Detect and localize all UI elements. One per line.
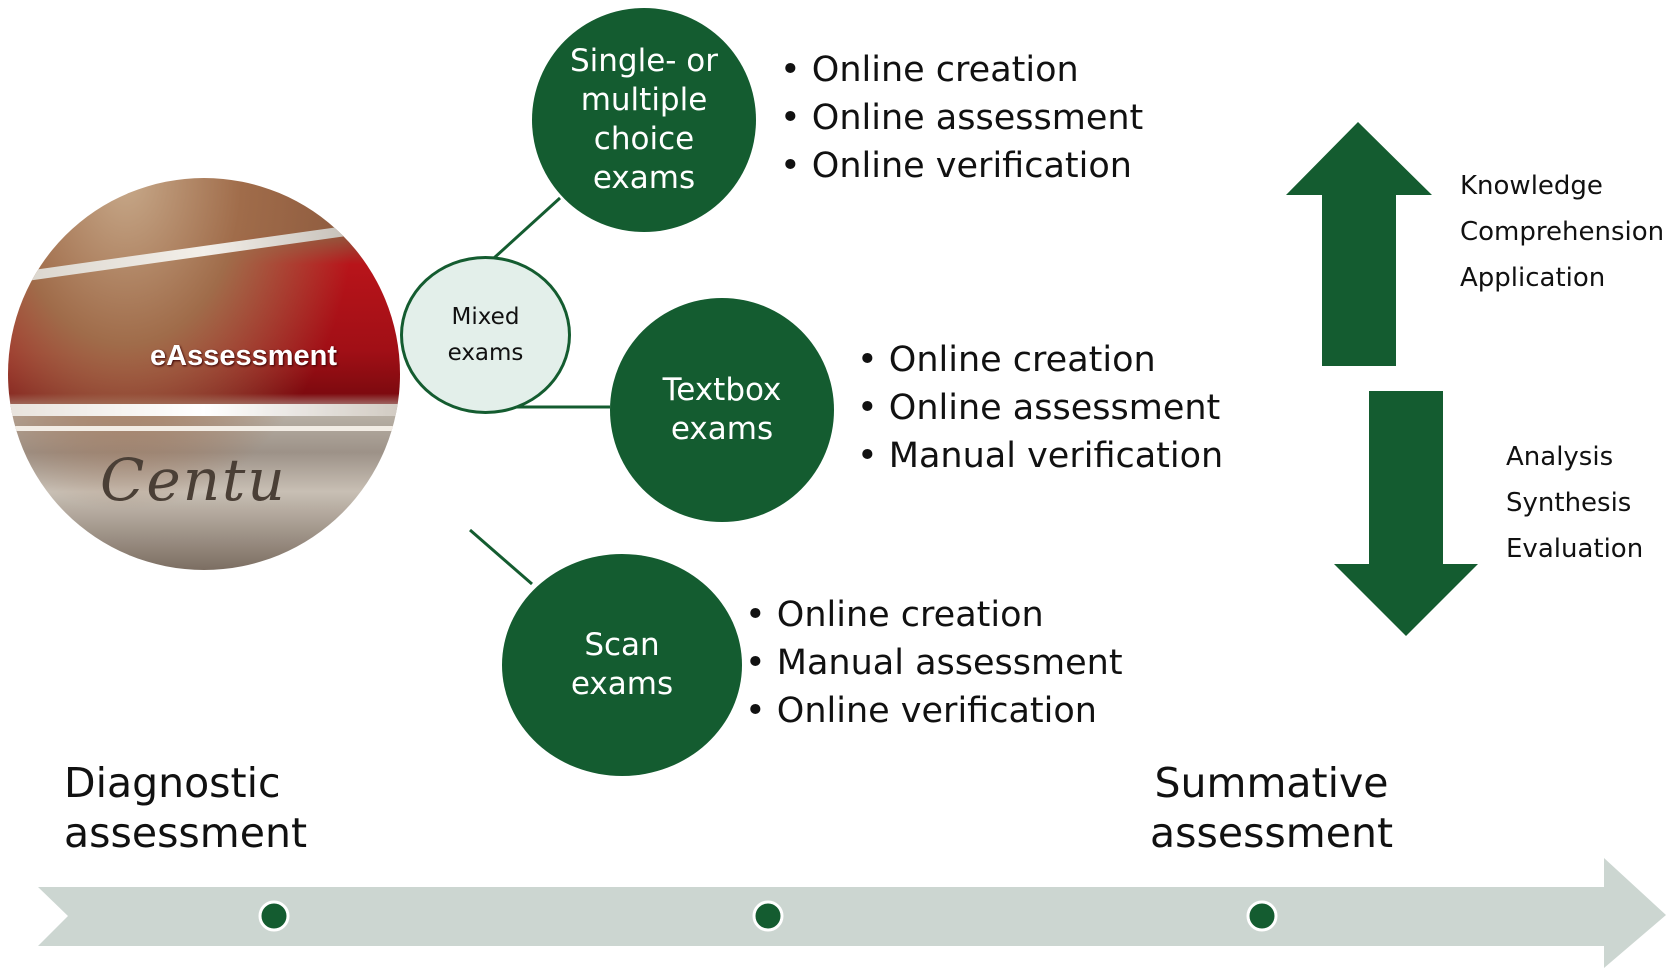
feature-item: Online verification — [780, 142, 1143, 190]
feature-item: Online creation — [745, 591, 1123, 639]
feature-item: Manual verification — [857, 432, 1223, 480]
scan-exams-features: Online creation Manual assessment Online… — [745, 591, 1123, 735]
bloom-level: Comprehension — [1460, 217, 1665, 247]
timeline-marker — [752, 900, 784, 932]
eassessment-label: eAssessment — [150, 340, 337, 372]
bloom-level: Analysis — [1506, 442, 1614, 472]
feature-item: Online creation — [857, 336, 1223, 384]
eassessment-photo: Centu — [8, 178, 400, 570]
bloom-higher-levels: Analysis Synthesis Evaluation — [1506, 434, 1643, 572]
timeline-marker — [1246, 900, 1278, 932]
timeline-arrow — [38, 858, 1666, 968]
summative-assessment-label: Summative assessment — [1150, 759, 1394, 857]
timeline-markers — [258, 900, 1278, 932]
feature-item: Online assessment — [780, 94, 1143, 142]
diagnostic-assessment-label: Diagnostic assessment — [64, 759, 308, 857]
timeline-marker — [258, 900, 290, 932]
bloom-level: Application — [1460, 263, 1606, 293]
textbox-exams-features: Online creation Online assessment Manual… — [857, 336, 1223, 480]
bloom-level: Knowledge — [1460, 171, 1603, 201]
photo-script-lettering: Centu — [100, 446, 287, 514]
feature-item: Online creation — [780, 46, 1143, 94]
feature-item: Online verification — [745, 687, 1123, 735]
bloom-level: Evaluation — [1506, 534, 1644, 564]
bloom-level: Synthesis — [1506, 488, 1632, 518]
connector-mixed-to-choice — [492, 196, 562, 260]
connector-mixed-to-scan — [469, 528, 533, 586]
arrow-up-icon — [1286, 122, 1432, 366]
choice-exams-node: Single- or multiple choice exams — [532, 8, 756, 232]
arrow-down-icon — [1334, 391, 1478, 636]
textbox-exams-node: Textbox exams — [610, 298, 834, 522]
bloom-lower-levels: Knowledge Comprehension Application — [1460, 163, 1664, 301]
mixed-exams-node: Mixed exams — [400, 256, 571, 414]
feature-item: Manual assessment — [745, 639, 1123, 687]
scan-exams-node: Scan exams — [502, 554, 742, 776]
choice-exams-features: Online creation Online assessment Online… — [780, 46, 1143, 190]
feature-item: Online assessment — [857, 384, 1223, 432]
